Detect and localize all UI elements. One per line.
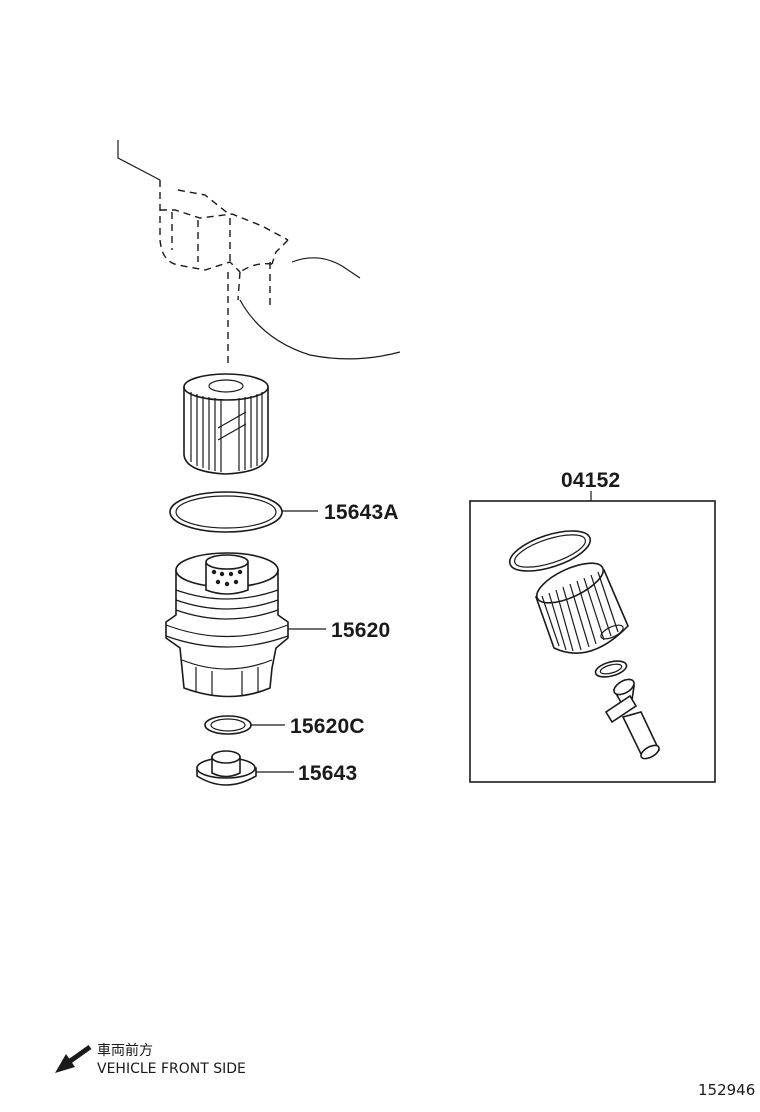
arrow-down-left-icon	[55, 1044, 92, 1073]
part-label-04152: 04152	[561, 469, 620, 492]
part-label-15643: 15643	[298, 762, 357, 785]
kit-box	[469, 500, 716, 783]
engine-block-outline	[117, 140, 401, 360]
kit-filter-element	[534, 562, 629, 654]
o-ring-large	[169, 491, 283, 533]
kit-o-ring	[508, 530, 592, 572]
drain-plug	[196, 750, 257, 786]
o-ring-small	[204, 715, 252, 735]
kit-small-o-ring	[594, 660, 628, 678]
oil-filter-element	[183, 373, 269, 475]
part-label-15643a: 15643A	[324, 501, 399, 524]
figure-number: 152946	[698, 1081, 755, 1099]
vehicle-front-note-en: VEHICLE FRONT SIDE	[97, 1061, 246, 1077]
part-label-15620: 15620	[331, 619, 390, 642]
part-label-15620c: 15620C	[290, 715, 365, 738]
kit-drain-pipe	[604, 678, 660, 760]
vehicle-front-note-jp: 車両前方	[97, 1042, 153, 1059]
oil-filter-housing-cap	[165, 552, 289, 698]
